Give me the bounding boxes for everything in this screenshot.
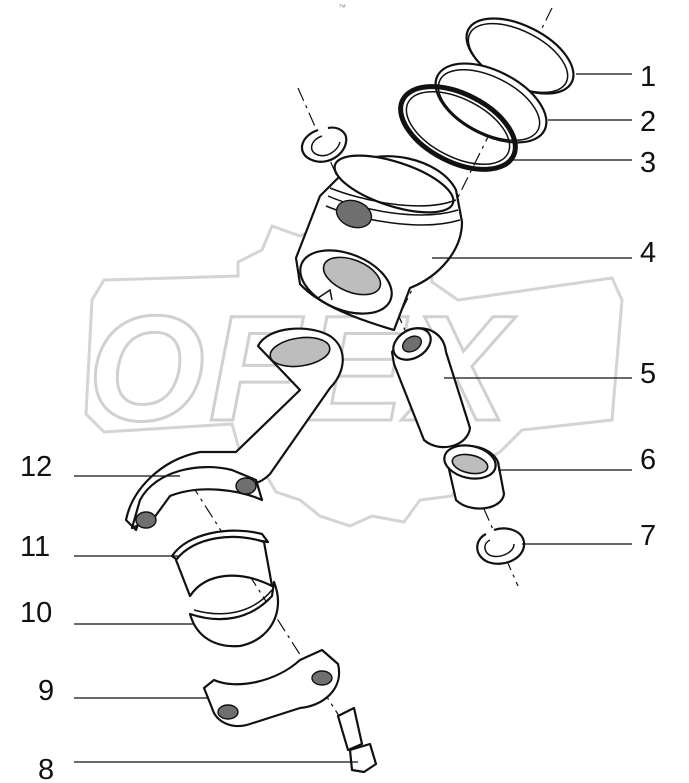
callout-3: 3 [640,147,656,179]
bearing-shell-upper [170,529,274,598]
top-mark: ™ [338,3,346,12]
bolt [336,706,378,774]
callout-9: 9 [38,675,54,707]
piston-ring-2 [434,62,548,144]
connecting-rod [124,327,344,532]
callout-2: 2 [640,106,656,138]
bearing-shell-lower [188,580,280,648]
piston [294,154,464,332]
circlip-upper [301,126,348,163]
callout-10: 10 [20,597,52,629]
callout-1: 1 [640,61,656,93]
rod-cap [202,648,341,728]
bushing [443,444,506,510]
callout-6: 6 [640,444,656,476]
piston-pin [390,327,472,449]
callout-5: 5 [640,358,656,390]
callout-8: 8 [38,754,54,783]
callout-7: 7 [640,520,656,552]
callout-4: 4 [640,237,656,269]
piston-ring-3 [398,84,518,172]
callout-11: 11 [20,531,50,563]
circlip-lower [476,527,526,565]
callout-12: 12 [20,451,52,483]
